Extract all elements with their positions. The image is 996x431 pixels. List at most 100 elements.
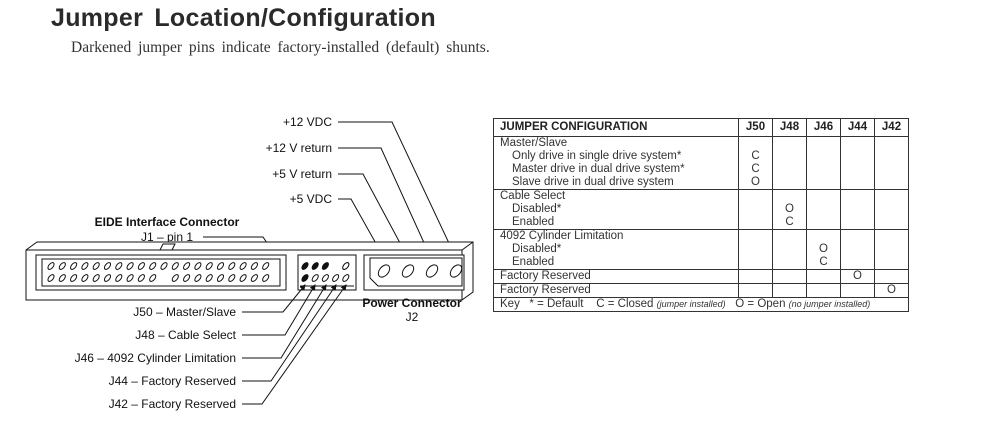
eide-pins: [47, 262, 270, 282]
page-subtitle: Darkened jumper pins indicate factory-in…: [71, 39, 490, 56]
pin: [126, 274, 134, 282]
power-connector: [363, 254, 465, 291]
label-j46: J46 – 4092 Cylinder Limitation: [75, 351, 236, 365]
header-j46: J46: [806, 118, 841, 137]
value-cell-j48: [772, 283, 807, 298]
option-label: Master drive in dual drive system*: [512, 163, 685, 175]
value-cell-j46: [806, 189, 841, 230]
value-cell-j42: [874, 136, 909, 190]
label-j50: J50 – Master/Slave: [133, 305, 236, 319]
pin: [205, 274, 213, 282]
value-cell-j44: [840, 189, 875, 230]
value-cell-j42: [874, 189, 909, 230]
pin: [70, 262, 78, 270]
group-title: Factory Reserved: [500, 270, 591, 282]
group-title: Factory Reserved: [500, 284, 591, 296]
pin: [115, 274, 123, 282]
value-cell-j50: [738, 269, 773, 284]
pin: [401, 264, 415, 278]
pin: [262, 274, 270, 282]
shunted-pin: [301, 262, 309, 270]
value-cell-j50: [738, 229, 773, 270]
pin: [58, 262, 66, 270]
jumper-pins: [301, 262, 350, 282]
label-5v-return: +5 V return: [272, 167, 332, 181]
option-value: C: [751, 163, 760, 175]
key-default: * = Default: [529, 298, 584, 310]
value-cell-j46: [806, 269, 841, 284]
pin: [115, 262, 123, 270]
eide-connector: [35, 243, 287, 291]
pin: [183, 274, 191, 282]
shunted-pin: [311, 262, 319, 270]
group-title: Master/Slave: [500, 137, 568, 149]
pin: [92, 274, 100, 282]
pin: [70, 274, 78, 282]
value-cell-j42: [874, 269, 909, 284]
shunted-pin: [321, 262, 329, 270]
option-value: C: [819, 256, 828, 268]
pin: [332, 274, 340, 282]
pin: [81, 274, 89, 282]
jumper-location-diagram: +12 VDC +12 V return +5 V return +5 VDC …: [25, 115, 474, 411]
value-cell-j48: [772, 269, 807, 284]
value-cell-j50: [738, 283, 773, 298]
pin: [103, 274, 112, 282]
pin: [377, 264, 391, 278]
shunted-pin: [301, 274, 309, 282]
header-j42: J42: [874, 118, 909, 137]
pin: [311, 274, 319, 282]
power-connector-id: J2: [406, 310, 419, 324]
option-value: O: [819, 243, 828, 255]
pin: [171, 274, 179, 282]
pin: [262, 262, 270, 270]
header-j48: J48: [772, 118, 807, 137]
pin: [342, 274, 350, 282]
pin: [239, 274, 247, 282]
label-5vdc: +5 VDC: [290, 192, 333, 206]
pin: [81, 262, 89, 270]
value-cell-j44: [840, 136, 875, 190]
value-cell-j48: [772, 136, 807, 190]
pin: [216, 262, 225, 270]
option-label: Enabled: [512, 256, 555, 268]
jumper-leader-lines: [242, 284, 347, 405]
pin: [205, 262, 213, 270]
pin: [149, 274, 157, 282]
pin: [160, 262, 168, 270]
page-title: Jumper Location/Configuration: [51, 4, 436, 32]
group-title: 4092 Cylinder Limitation: [500, 230, 624, 242]
label-12v-return: +12 V return: [266, 141, 332, 155]
key-open: O = Open: [735, 298, 786, 310]
pin: [250, 274, 258, 282]
eide-pin1-label: J1 – pin 1: [141, 230, 193, 244]
pin: [137, 274, 145, 282]
pin: [183, 262, 191, 270]
pin: [239, 262, 247, 270]
pin: [194, 274, 202, 282]
pin: [228, 274, 236, 282]
label-12vdc: +12 VDC: [283, 115, 332, 129]
pin: [58, 274, 66, 282]
value-cell-j44: [840, 283, 875, 298]
pin: [137, 262, 145, 270]
label-j42: J42 – Factory Reserved: [109, 397, 236, 411]
option-label: Disabled*: [512, 243, 562, 255]
pin: [126, 262, 134, 270]
key-legend: Key * = Default C = Closed (jumper insta…: [493, 297, 909, 312]
pin: [149, 262, 157, 270]
value-cell-j50: [738, 189, 773, 230]
value-cell-j44: [840, 229, 875, 270]
feature-cell: Factory Reserved: [493, 283, 739, 298]
option-value: C: [785, 216, 794, 228]
value-cell-j46: [806, 283, 841, 298]
key-prefix: Key: [500, 298, 520, 310]
pin: [194, 262, 202, 270]
